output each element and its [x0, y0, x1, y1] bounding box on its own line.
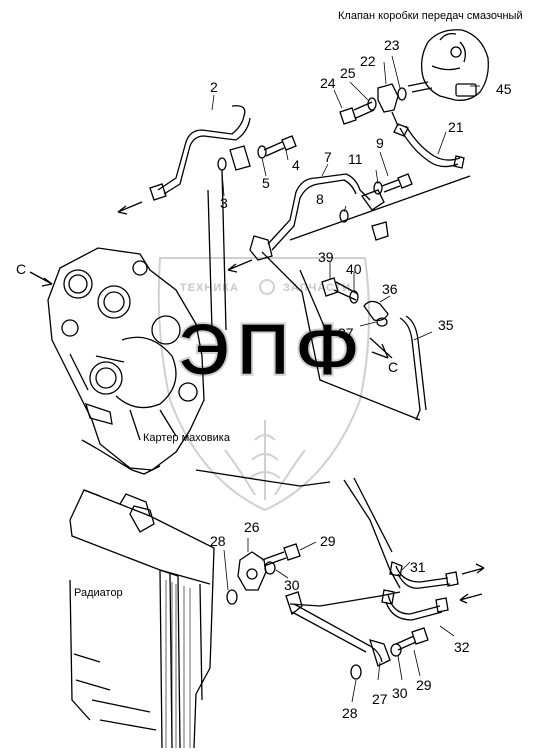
o-ring-28-lower — [350, 664, 362, 680]
watermark: ТЕХНИКА ЗАПЧАСТИ ЭПФ — [157, 257, 370, 512]
radiator — [69, 489, 215, 749]
callout-32: 32 — [454, 639, 470, 655]
callout-4: 4 — [292, 157, 300, 173]
hose-31 — [395, 565, 451, 589]
watermark-gear-icon — [259, 279, 275, 295]
callout-29-upper: 29 — [320, 533, 336, 549]
callout-31: 31 — [410, 559, 426, 575]
callout-23: 23 — [384, 37, 400, 53]
callout-39: 39 — [318, 249, 334, 265]
pipe-7 — [267, 173, 371, 251]
washer-3 — [217, 157, 227, 171]
callout-21: 21 — [448, 119, 464, 135]
callout-25: 25 — [340, 65, 356, 81]
radiator-caption: Радиатор — [74, 587, 123, 599]
flywheel-housing-caption: Картер маховика — [143, 432, 231, 444]
callout-36: 36 — [382, 281, 398, 297]
pipe-32 — [291, 603, 383, 663]
pipe-21 — [399, 125, 461, 168]
clamp-36 — [363, 300, 389, 322]
callout-35: 35 — [438, 317, 454, 333]
callout-c-upper: C — [388, 359, 398, 375]
leader-lines — [211, 55, 480, 703]
bolt-4 — [263, 135, 297, 157]
o-ring-28-upper — [226, 589, 238, 605]
callout-28-upper: 28 — [210, 533, 226, 549]
callout-30-upper: 30 — [284, 577, 300, 593]
watermark-line1: ТЕХНИКА — [180, 282, 239, 294]
washer-23 — [397, 87, 407, 101]
washer-25 — [367, 97, 377, 111]
callout-27: 27 — [372, 691, 388, 707]
washer-8 — [339, 209, 349, 223]
callout-3: 3 — [220, 195, 228, 211]
washer-37 — [376, 317, 388, 327]
pipe-2 — [157, 105, 251, 195]
watermark-line2: ЗАПЧАСТИ — [283, 282, 351, 294]
flywheel-housing — [47, 247, 205, 475]
fitting-22 — [377, 83, 399, 127]
callout-24: 24 — [320, 75, 336, 91]
callout-29-lower: 29 — [416, 677, 432, 693]
callouts: 2 3 4 5 7 8 9 11 21 22 23 24 25 45 39 40… — [16, 37, 512, 721]
bolt-9 — [381, 173, 413, 193]
callout-40: 40 — [346, 261, 362, 277]
flange-26 — [237, 551, 267, 591]
washer-30-lower — [390, 643, 402, 657]
valve-caption: Клапан коробки передач смазочный — [338, 10, 523, 22]
callout-8: 8 — [316, 191, 324, 207]
callout-11: 11 — [348, 151, 363, 167]
callout-2: 2 — [210, 79, 218, 95]
tube-35 — [399, 315, 427, 421]
callout-9: 9 — [376, 135, 384, 151]
callout-37: 37 — [338, 325, 354, 341]
drawing — [29, 29, 489, 749]
washer-30-upper — [264, 561, 276, 575]
callout-7: 7 — [324, 149, 332, 165]
washer-40 — [349, 290, 359, 304]
callout-28-lower: 28 — [342, 705, 358, 721]
bolt-29-upper — [261, 543, 301, 567]
callout-22: 22 — [360, 53, 376, 69]
watermark-wheat-icon — [224, 420, 306, 500]
callout-30-lower: 30 — [392, 685, 408, 701]
radiator-core — [165, 580, 191, 748]
bolt-24 — [339, 101, 375, 125]
watermark-shield — [157, 257, 370, 512]
callout-45: 45 — [496, 81, 512, 97]
valve-body — [407, 29, 489, 101]
washer-5 — [257, 145, 267, 159]
callout-c-left: C — [16, 261, 26, 277]
callout-26: 26 — [244, 519, 260, 535]
callout-5: 5 — [262, 175, 270, 191]
watermark-logo: ЭПФ — [178, 308, 365, 391]
